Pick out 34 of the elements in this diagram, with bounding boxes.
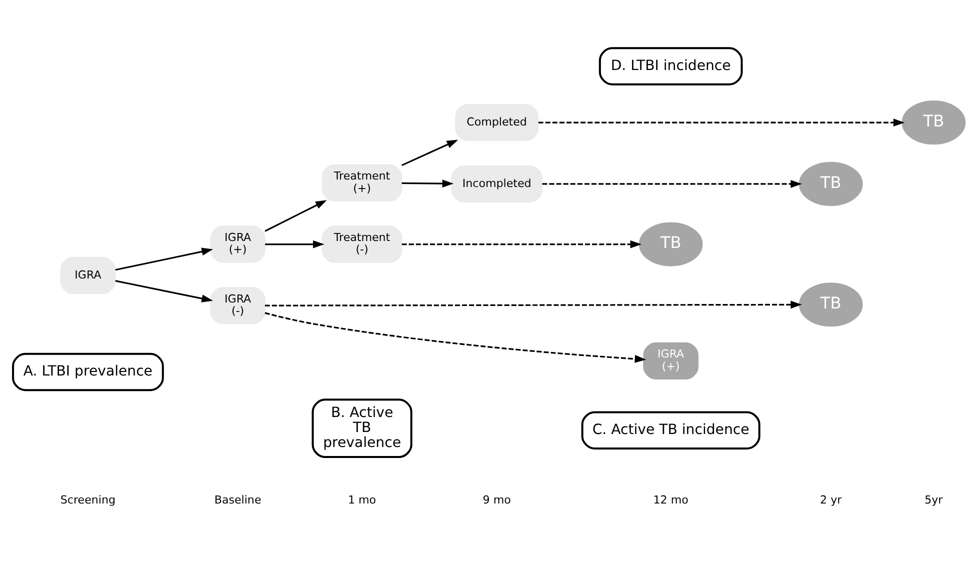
node-ellipse: TB bbox=[638, 222, 702, 266]
node-box: Incompleted bbox=[450, 165, 542, 203]
arrow bbox=[538, 118, 904, 127]
node-ellipse: TB bbox=[901, 100, 966, 145]
label: 9 mo bbox=[482, 494, 510, 507]
label: Screening bbox=[60, 494, 115, 507]
label: Baseline bbox=[214, 494, 261, 507]
arrow bbox=[401, 240, 642, 248]
arrow bbox=[264, 300, 802, 309]
node-box: A. LTBI prevalence bbox=[12, 352, 164, 392]
label: 5yr bbox=[924, 494, 942, 507]
node-box: Treatment (+) bbox=[321, 164, 402, 202]
node-box: Treatment (-) bbox=[321, 226, 402, 263]
arrow bbox=[400, 140, 458, 166]
label: 2 yr bbox=[820, 494, 842, 507]
node-ellipse: TB bbox=[798, 162, 862, 206]
arrow bbox=[542, 180, 802, 188]
arrow bbox=[264, 312, 646, 363]
node-box: Completed bbox=[454, 104, 538, 142]
node-box: D. LTBI incidence bbox=[598, 47, 742, 86]
arrow bbox=[114, 280, 212, 302]
label: 12 mo bbox=[652, 494, 688, 507]
node-box: IGRA (+) bbox=[642, 342, 698, 380]
node-box: IGRA bbox=[60, 256, 116, 294]
node-box: IGRA (+) bbox=[210, 226, 265, 263]
label: 1 mo bbox=[348, 494, 376, 507]
arrow bbox=[401, 180, 454, 188]
node-ellipse: TB bbox=[798, 282, 862, 327]
node-box: C. Active TB incidence bbox=[580, 411, 760, 450]
arrow bbox=[114, 248, 212, 271]
arrow bbox=[264, 240, 324, 248]
node-box: B. Active TB prevalence bbox=[311, 398, 412, 458]
arrow bbox=[264, 200, 326, 232]
node-box: IGRA (-) bbox=[210, 287, 265, 324]
